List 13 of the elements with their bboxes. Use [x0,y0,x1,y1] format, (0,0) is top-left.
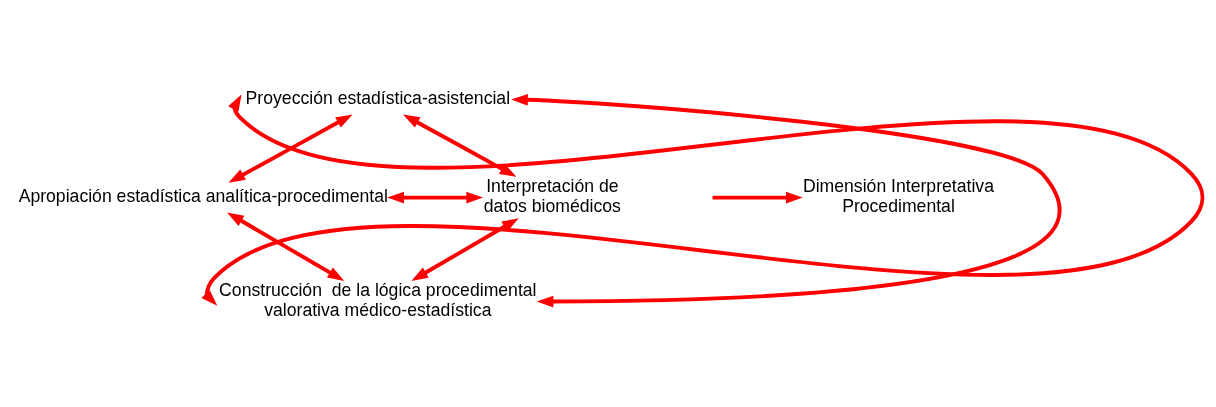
node-text: Dimensión Interpretativa Procedimental [802,176,994,216]
arrow [712,191,803,204]
arrow [511,93,1061,308]
node-text: Interpretación de datos biomédicos [483,176,621,216]
arrow [228,114,353,183]
arrow [411,218,519,281]
arrow [387,191,484,204]
arrow [227,212,345,281]
node-text: Proyección estadística-asistencial [245,87,511,108]
arrow [201,94,1204,306]
node-text: Construcción de la lógica procedimental valorativa médico-estadística [219,280,537,320]
arrow [403,114,517,177]
node-text: Apropiación estadística analítica-procedimental [18,185,388,206]
